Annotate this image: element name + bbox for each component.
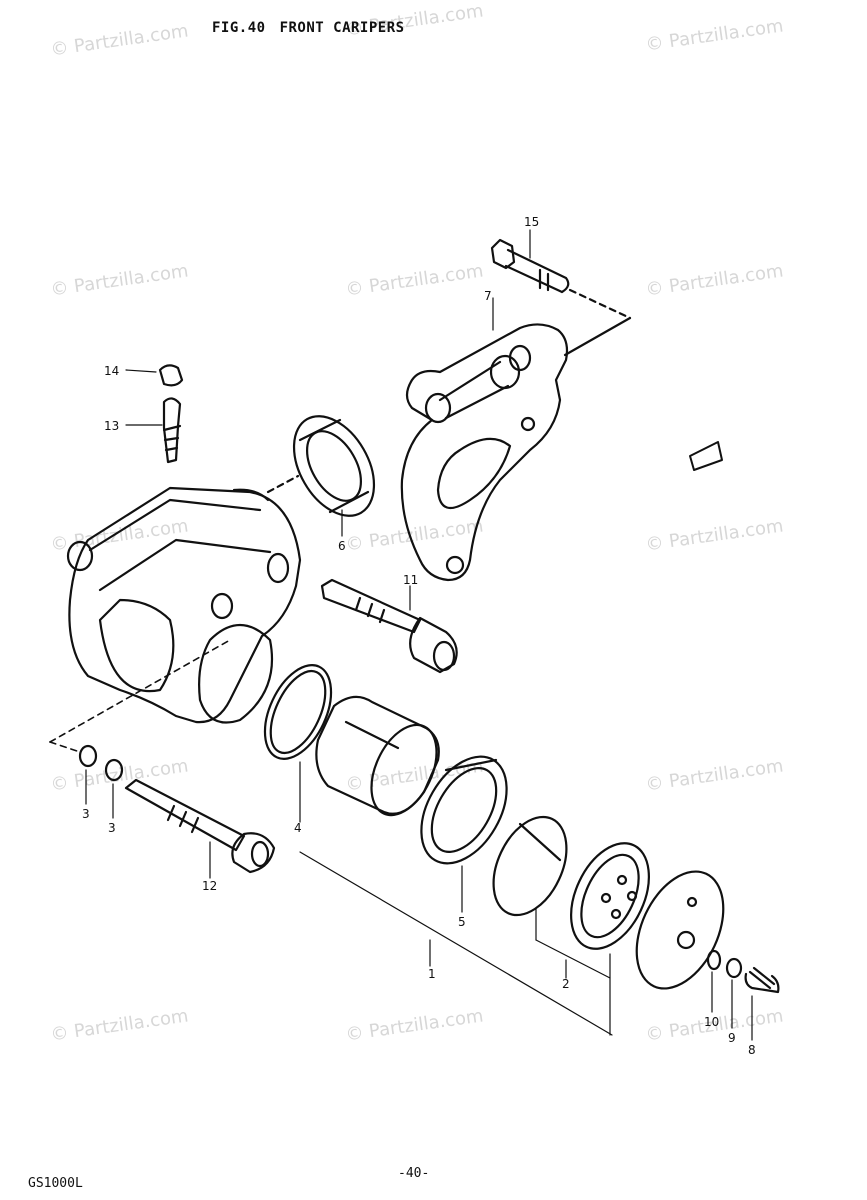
part-3-oring-2 — [104, 758, 124, 782]
label-part-2: 2 — [562, 977, 570, 991]
label-part-13: 13 — [104, 419, 119, 433]
part-6-seal — [292, 415, 376, 517]
part-4-ring — [263, 664, 333, 760]
part-12-pin — [124, 778, 276, 874]
part-10-washer — [706, 949, 722, 971]
figure-title: FIG.40 FRONT CARIPERS — [212, 20, 419, 36]
fig-label: FIG.40 — [212, 20, 266, 36]
part-7-bracket — [400, 323, 569, 582]
part-11-pin — [320, 578, 458, 674]
part-2-pads — [492, 815, 650, 950]
label-part-3b: 3 — [108, 821, 116, 835]
caliper-body — [66, 486, 302, 724]
part-15-bolt — [490, 238, 570, 294]
part-8-screw — [744, 966, 780, 994]
label-part-1: 1 — [428, 967, 436, 981]
piston — [315, 695, 440, 817]
fig-title: FRONT CARIPERS — [279, 20, 405, 36]
label-part-5: 5 — [458, 915, 466, 929]
label-part-11: 11 — [403, 573, 418, 587]
part-13-bleeder — [162, 397, 182, 464]
cover-plate — [635, 870, 725, 990]
label-part-8: 8 — [748, 1043, 756, 1057]
part-5-boot — [420, 755, 508, 865]
label-part-6: 6 — [338, 539, 346, 553]
label-part-7: 7 — [484, 289, 492, 303]
part-9-washer — [725, 957, 743, 979]
model-code: GS1000L — [28, 1176, 83, 1191]
label-part-12: 12 — [202, 879, 217, 893]
part-3-oring — [78, 744, 98, 768]
part-14-cap — [158, 364, 184, 387]
label-part-14: 14 — [104, 364, 119, 378]
label-part-4: 4 — [294, 821, 302, 835]
page-number: -40- — [398, 1166, 430, 1181]
label-part-10: 10 — [704, 1015, 719, 1029]
label-part-9: 9 — [728, 1031, 736, 1045]
label-part-15: 15 — [524, 215, 539, 229]
label-part-3: 3 — [82, 807, 90, 821]
